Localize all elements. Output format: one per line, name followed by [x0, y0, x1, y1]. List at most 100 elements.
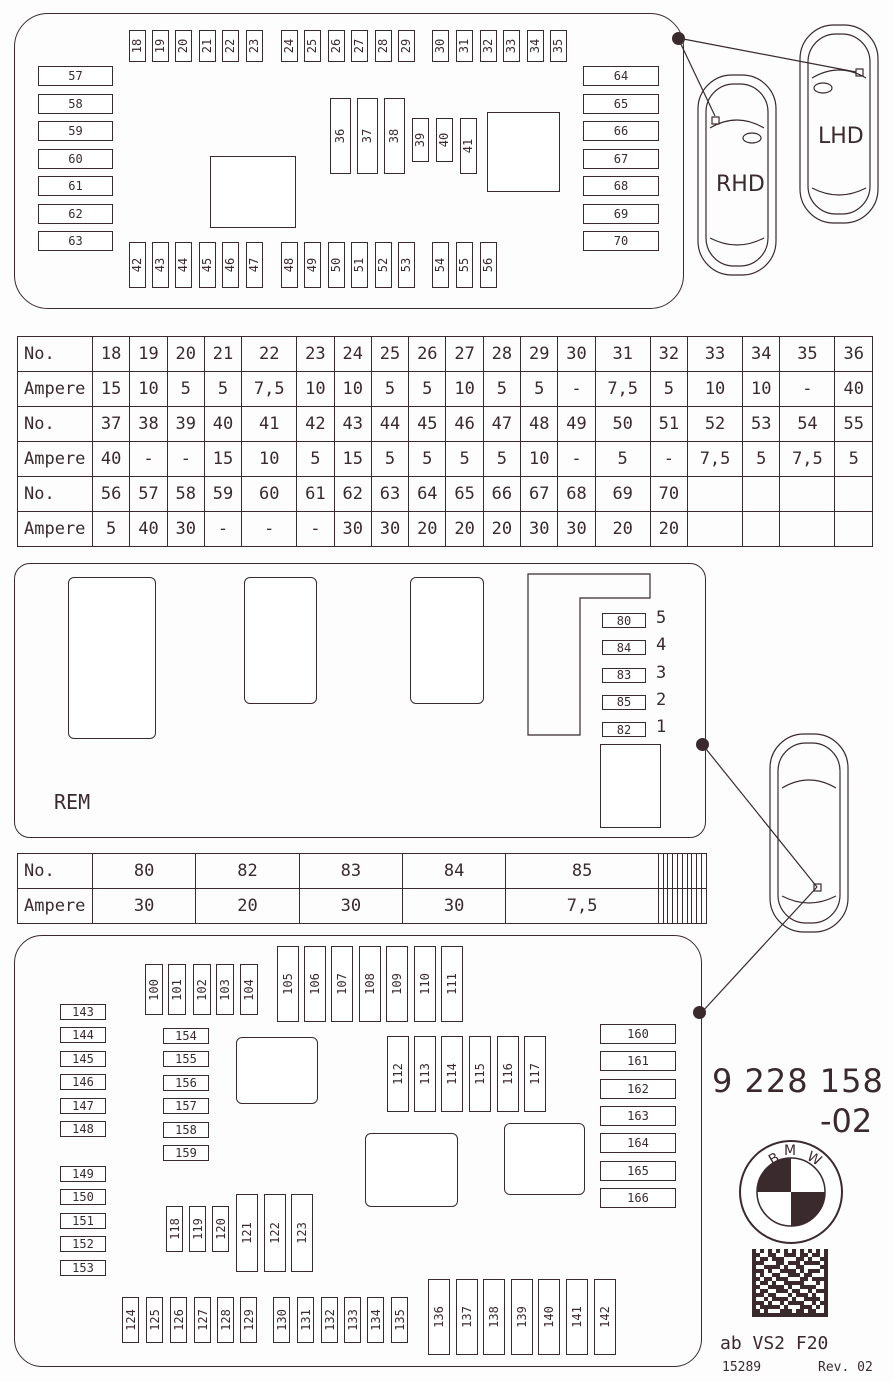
fuse-number: 59 [68, 124, 83, 138]
table-cell: 20 [594, 511, 651, 547]
table-cell: 60 [241, 476, 298, 512]
table-cell: 5 [445, 441, 484, 477]
fuse-slot: 69 [583, 203, 659, 224]
fuse-slot: 160 [600, 1024, 676, 1044]
table-cell: 63 [370, 476, 410, 512]
table-cell: 18 [91, 336, 131, 372]
fuse-number: 83 [616, 668, 632, 683]
table-cell: 29 [520, 336, 559, 372]
fuse-slot: 19 [152, 30, 169, 62]
rear-box-car-diagram [701, 733, 849, 1013]
fuse-number: 117 [528, 1063, 542, 1085]
rear-car-outline [769, 733, 849, 933]
fuse-number: 119 [190, 1218, 205, 1240]
rear-relay-1 [236, 1037, 318, 1104]
fuse-number: 159 [175, 1146, 197, 1160]
fuse-number: 41 [461, 138, 476, 154]
fuse-number: 28 [376, 38, 391, 54]
rhd-label: RHD [716, 172, 765, 197]
table-cell: 10 [333, 371, 372, 407]
rem-fuse-slot: 80 [602, 613, 646, 628]
table-cell [779, 511, 836, 547]
table-cell: 43 [333, 406, 372, 442]
table-cell: 20 [408, 511, 447, 547]
fuse-slot: 136 [428, 1279, 450, 1355]
fuse-number: 18 [130, 38, 145, 54]
table-cell: - [129, 441, 168, 477]
table-cell: 46 [445, 406, 484, 442]
table-cell: 53 [742, 406, 781, 442]
fuse-number: 139 [515, 1306, 529, 1328]
table-cell: 7,5 [594, 371, 651, 407]
fuse-slot: 123 [291, 1194, 313, 1272]
fuse-number: 128 [218, 1309, 233, 1331]
fuse-number: 55 [457, 257, 472, 273]
fuse-number: 40 [437, 132, 452, 148]
fuse-number: 37 [360, 128, 375, 144]
table-cell [779, 476, 836, 512]
fuse-slot: 134 [367, 1297, 384, 1343]
fuse-slot: 44 [175, 242, 192, 288]
fuse-slot: 27 [351, 30, 368, 62]
lhd-label: LHD [818, 124, 864, 149]
fuse-slot: 127 [194, 1297, 211, 1343]
fuse-slot: 23 [246, 30, 263, 62]
fuse-number: 165 [627, 1163, 649, 1178]
fuse-slot: 125 [146, 1297, 163, 1343]
table-cell [742, 476, 781, 512]
fuse-number: 118 [167, 1218, 182, 1240]
table-cell [687, 476, 744, 512]
fuse-slot: 122 [264, 1194, 286, 1272]
variant-text: ab VS2 F20 [720, 1333, 829, 1354]
table-cell: 30 [333, 511, 372, 547]
table-cell: 20 [445, 511, 484, 547]
rem-fuse-holder [527, 573, 651, 736]
fuse-number: 152 [72, 1237, 94, 1252]
fuse-number: 32 [481, 38, 496, 54]
fuse-number: 141 [570, 1306, 584, 1328]
fuse-slot: 104 [240, 964, 258, 1015]
rear-relay-3 [504, 1123, 585, 1195]
table-cell: 5 [370, 371, 410, 407]
fuse-number: 42 [130, 257, 145, 273]
table-cell: 67 [520, 476, 559, 512]
bmw-logo-icon: B M W [739, 1140, 843, 1244]
fuse-slot: 31 [456, 30, 473, 62]
fuse-slot: 117 [524, 1036, 546, 1112]
fuse-number: 20 [176, 38, 191, 54]
fuse-slot: 108 [359, 946, 381, 1022]
fuse-slot: 51 [351, 242, 368, 288]
table-cell: 80 [91, 853, 197, 889]
fuse-number: 25 [305, 38, 320, 54]
table-cell [834, 511, 873, 547]
fuse-slot: 120 [212, 1206, 229, 1252]
fuse-slot: 40 [436, 118, 453, 162]
table-cell: 37 [91, 406, 131, 442]
rem-fuse-position: 5 [656, 608, 667, 628]
rem-fuse-slot: 82 [602, 722, 646, 738]
table-cell: 83 [298, 853, 403, 889]
table-cell: 7,5 [241, 371, 298, 407]
fuse-slot: 156 [163, 1074, 209, 1091]
fuse-number: 135 [392, 1309, 407, 1331]
table-cell: 27 [445, 336, 484, 372]
fuse-slot: 140 [538, 1279, 560, 1355]
fuse-number: 63 [68, 234, 83, 248]
fuse-slot: 162 [600, 1078, 676, 1099]
fuse-number: 33 [504, 38, 519, 54]
table-cell: 10 [520, 441, 559, 477]
fuse-number: 127 [195, 1309, 210, 1331]
fuse-number: 57 [68, 69, 83, 83]
rem-fuse-slot: 83 [602, 667, 646, 683]
fuse-slot: 121 [236, 1194, 258, 1272]
fuse-number: 164 [627, 1136, 649, 1151]
fuse-number: 104 [242, 978, 256, 1001]
fuse-number: 116 [501, 1063, 515, 1085]
fuse-number: 137 [460, 1306, 474, 1328]
fuse-number: 145 [72, 1051, 94, 1066]
fuse-slot: 129 [240, 1297, 257, 1343]
fuse-number: 45 [200, 257, 215, 273]
table-cell: 30 [557, 336, 596, 372]
